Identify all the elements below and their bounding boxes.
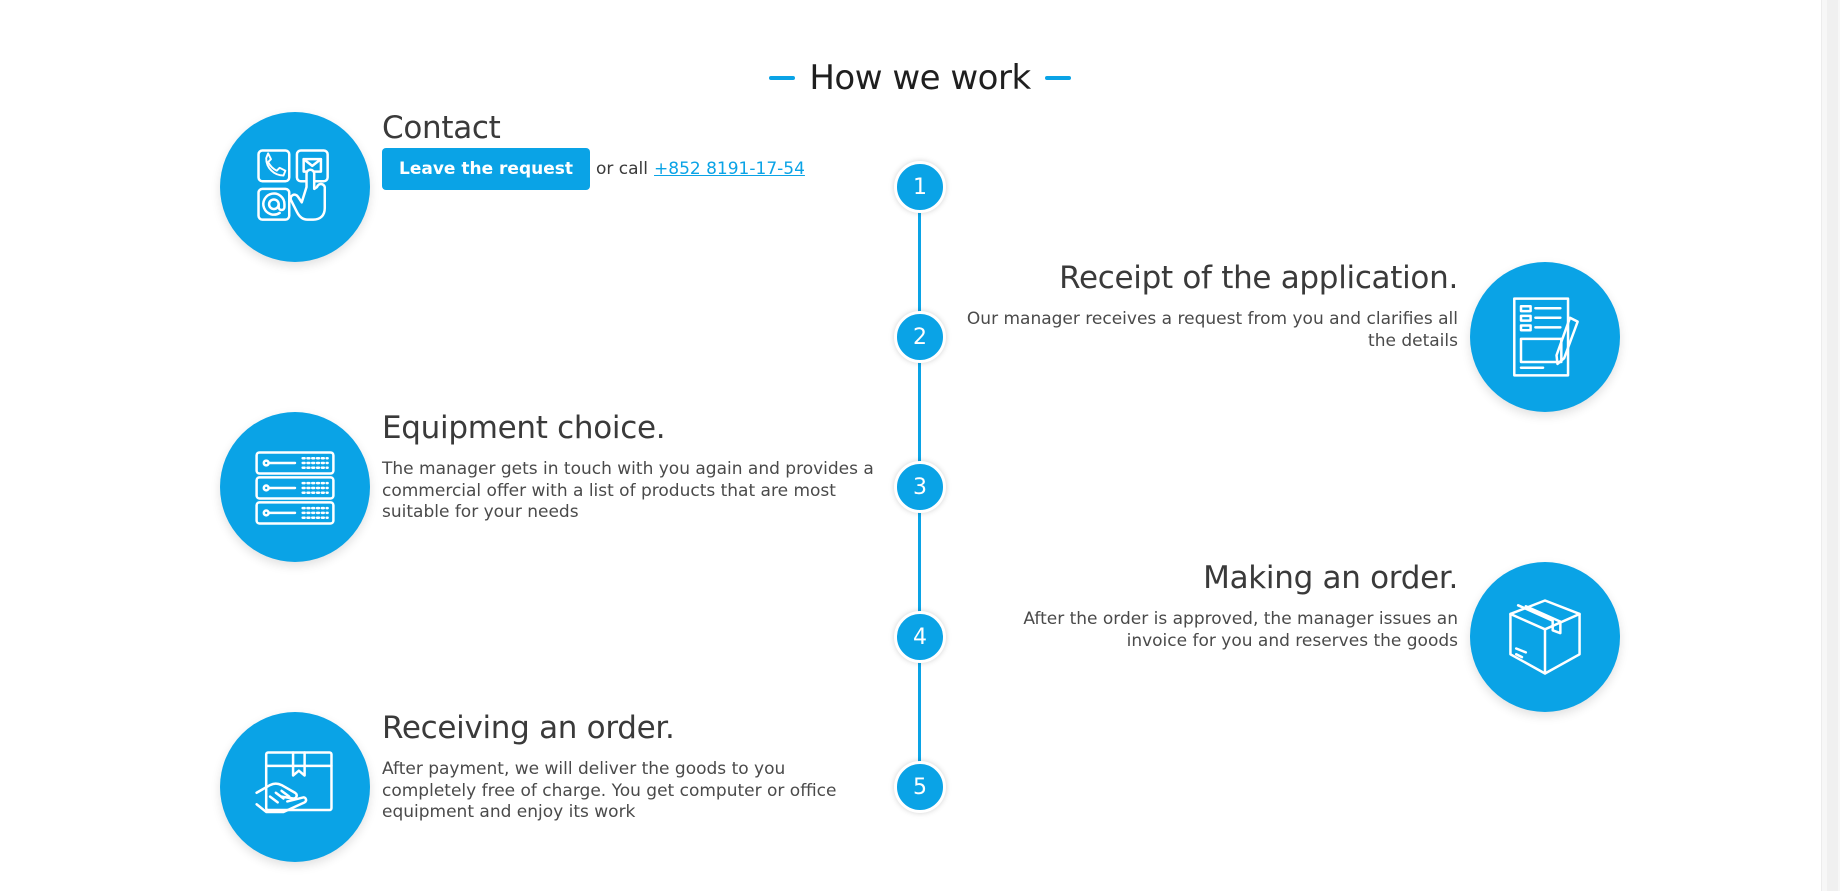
step-1-title: Contact [382, 110, 501, 146]
leave-request-button[interactable]: Leave the request [382, 148, 590, 190]
server-rack-icon [220, 412, 370, 562]
scrollbar-thumb[interactable] [1827, 0, 1838, 891]
step-2-title: Receipt of the application. [1059, 260, 1458, 296]
phone-link[interactable]: +852 8191-17-54 [654, 159, 805, 179]
step-3-title: Equipment choice. [382, 410, 666, 446]
step-2-description: Our manager receives a request from you … [966, 309, 1458, 351]
step-5-title: Receiving an order. [382, 710, 675, 746]
step-number-3: 3 [894, 461, 946, 513]
step-3-description: The manager gets in touch with you again… [382, 459, 874, 522]
delivery-handshake-icon [220, 712, 370, 862]
step-number-1: 1 [894, 161, 946, 213]
title-dash-left [769, 76, 796, 80]
contact-row: Leave the request or call +852 8191-17-5… [382, 148, 805, 190]
step-4-description: After the order is approved, the manager… [1023, 609, 1458, 651]
step-number-5: 5 [894, 761, 946, 813]
or-call-text: or call [596, 159, 649, 179]
step-number-4: 4 [894, 611, 946, 663]
title-dash-right [1044, 76, 1071, 80]
step-5-description: After payment, we will deliver the goods… [382, 759, 837, 822]
step-number-2: 2 [894, 311, 946, 363]
page-scrollbar[interactable] [1821, 0, 1840, 891]
section-title: How we work [809, 58, 1031, 98]
package-box-icon [1470, 562, 1620, 712]
section-header: How we work [0, 58, 1840, 98]
step-4-title: Making an order. [1203, 560, 1458, 596]
application-form-icon [1470, 262, 1620, 412]
contact-icon [220, 112, 370, 262]
